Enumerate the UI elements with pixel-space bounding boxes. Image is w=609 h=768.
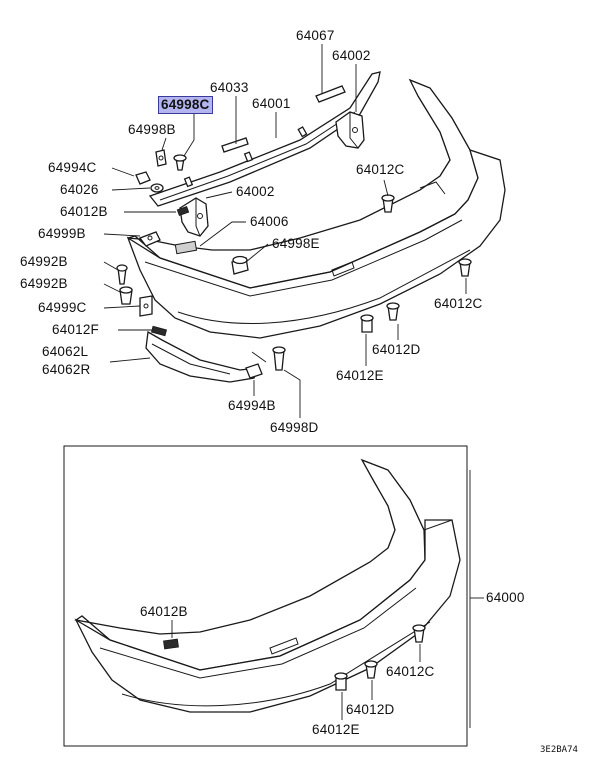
label-64012c-top: 64012C [356,162,405,177]
label-64998e: 64998E [272,236,320,251]
pad-64012b-lower [163,638,179,650]
label-64012c-bottom: 64012C [386,664,435,679]
label-64033: 64033 [210,80,249,95]
rear-bumper-cover-exploded [126,78,506,339]
label-64002-mid: 64002 [236,184,275,199]
clip-64012d-top [386,302,400,321]
bumper-retainer-64001 [148,71,381,207]
label-64998d: 64998D [270,420,319,435]
label-64012d-top: 64012D [372,342,421,357]
label-64067: 64067 [296,28,335,43]
tape-64033 [221,137,249,153]
washer-64026 [150,183,164,193]
nut-64994b [245,363,263,379]
part-64006 [174,240,198,255]
label-64994b: 64994B [228,398,276,413]
label-64999c: 64999C [38,300,87,315]
rear-bumper-assembly-64000 [74,458,461,713]
label-64998c-highlighted: 64998C [158,96,213,114]
label-64012e-top: 64012E [336,368,384,383]
label-64012f: 64012F [52,322,99,337]
label-64062r: 64062R [42,362,91,377]
label-64001: 64001 [252,96,291,111]
bracket-64002-upper [335,111,365,149]
label-64992b-2: 64992B [20,276,68,291]
label-64026: 64026 [60,182,99,197]
screw-64992b-2 [119,286,133,305]
assembly-box [63,445,468,747]
label-64002-top: 64002 [332,48,371,63]
label-64012b-bottom: 64012B [140,604,188,619]
garnish-64062 [145,330,260,383]
label-64012d-bottom: 64012D [346,702,395,717]
label-64000: 64000 [486,590,525,605]
pad-64012b-upper [176,205,190,217]
label-64062l: 64062L [42,344,89,359]
screw-64998d [272,346,286,371]
leader-lines-upper [103,44,467,418]
fastener-64998b [155,149,167,167]
label-64012e-bottom: 64012E [312,722,360,737]
bracket-64002-lower [179,197,209,237]
clip-64012d-bottom [364,660,378,679]
clip-64012e-bottom [334,672,348,691]
leader-lines-lower [171,470,484,728]
label-64994c: 64994C [48,160,97,175]
screw-64992b-1 [116,264,128,285]
clip-64012c-bottom [412,624,426,643]
clip-64999c [139,295,153,317]
pad-64012f [150,325,168,337]
clip-64998e [231,255,249,275]
clip-64012c-right [458,258,472,277]
label-64006: 64006 [250,214,289,229]
label-64998b: 64998B [128,122,176,137]
clip-64012e-top [360,314,374,333]
label-64999b: 64999B [38,226,86,241]
fastener-64998c [173,154,187,171]
clip-64999b [138,231,161,247]
figure-code: 3E2BA74 [540,745,578,755]
label-64012c-right: 64012C [434,296,483,311]
nut-64994c [135,171,151,185]
tape-64067 [315,85,346,103]
label-64012b-top: 64012B [60,204,108,219]
clip-64012c-top [381,194,395,213]
label-64992b-1: 64992B [20,254,68,269]
